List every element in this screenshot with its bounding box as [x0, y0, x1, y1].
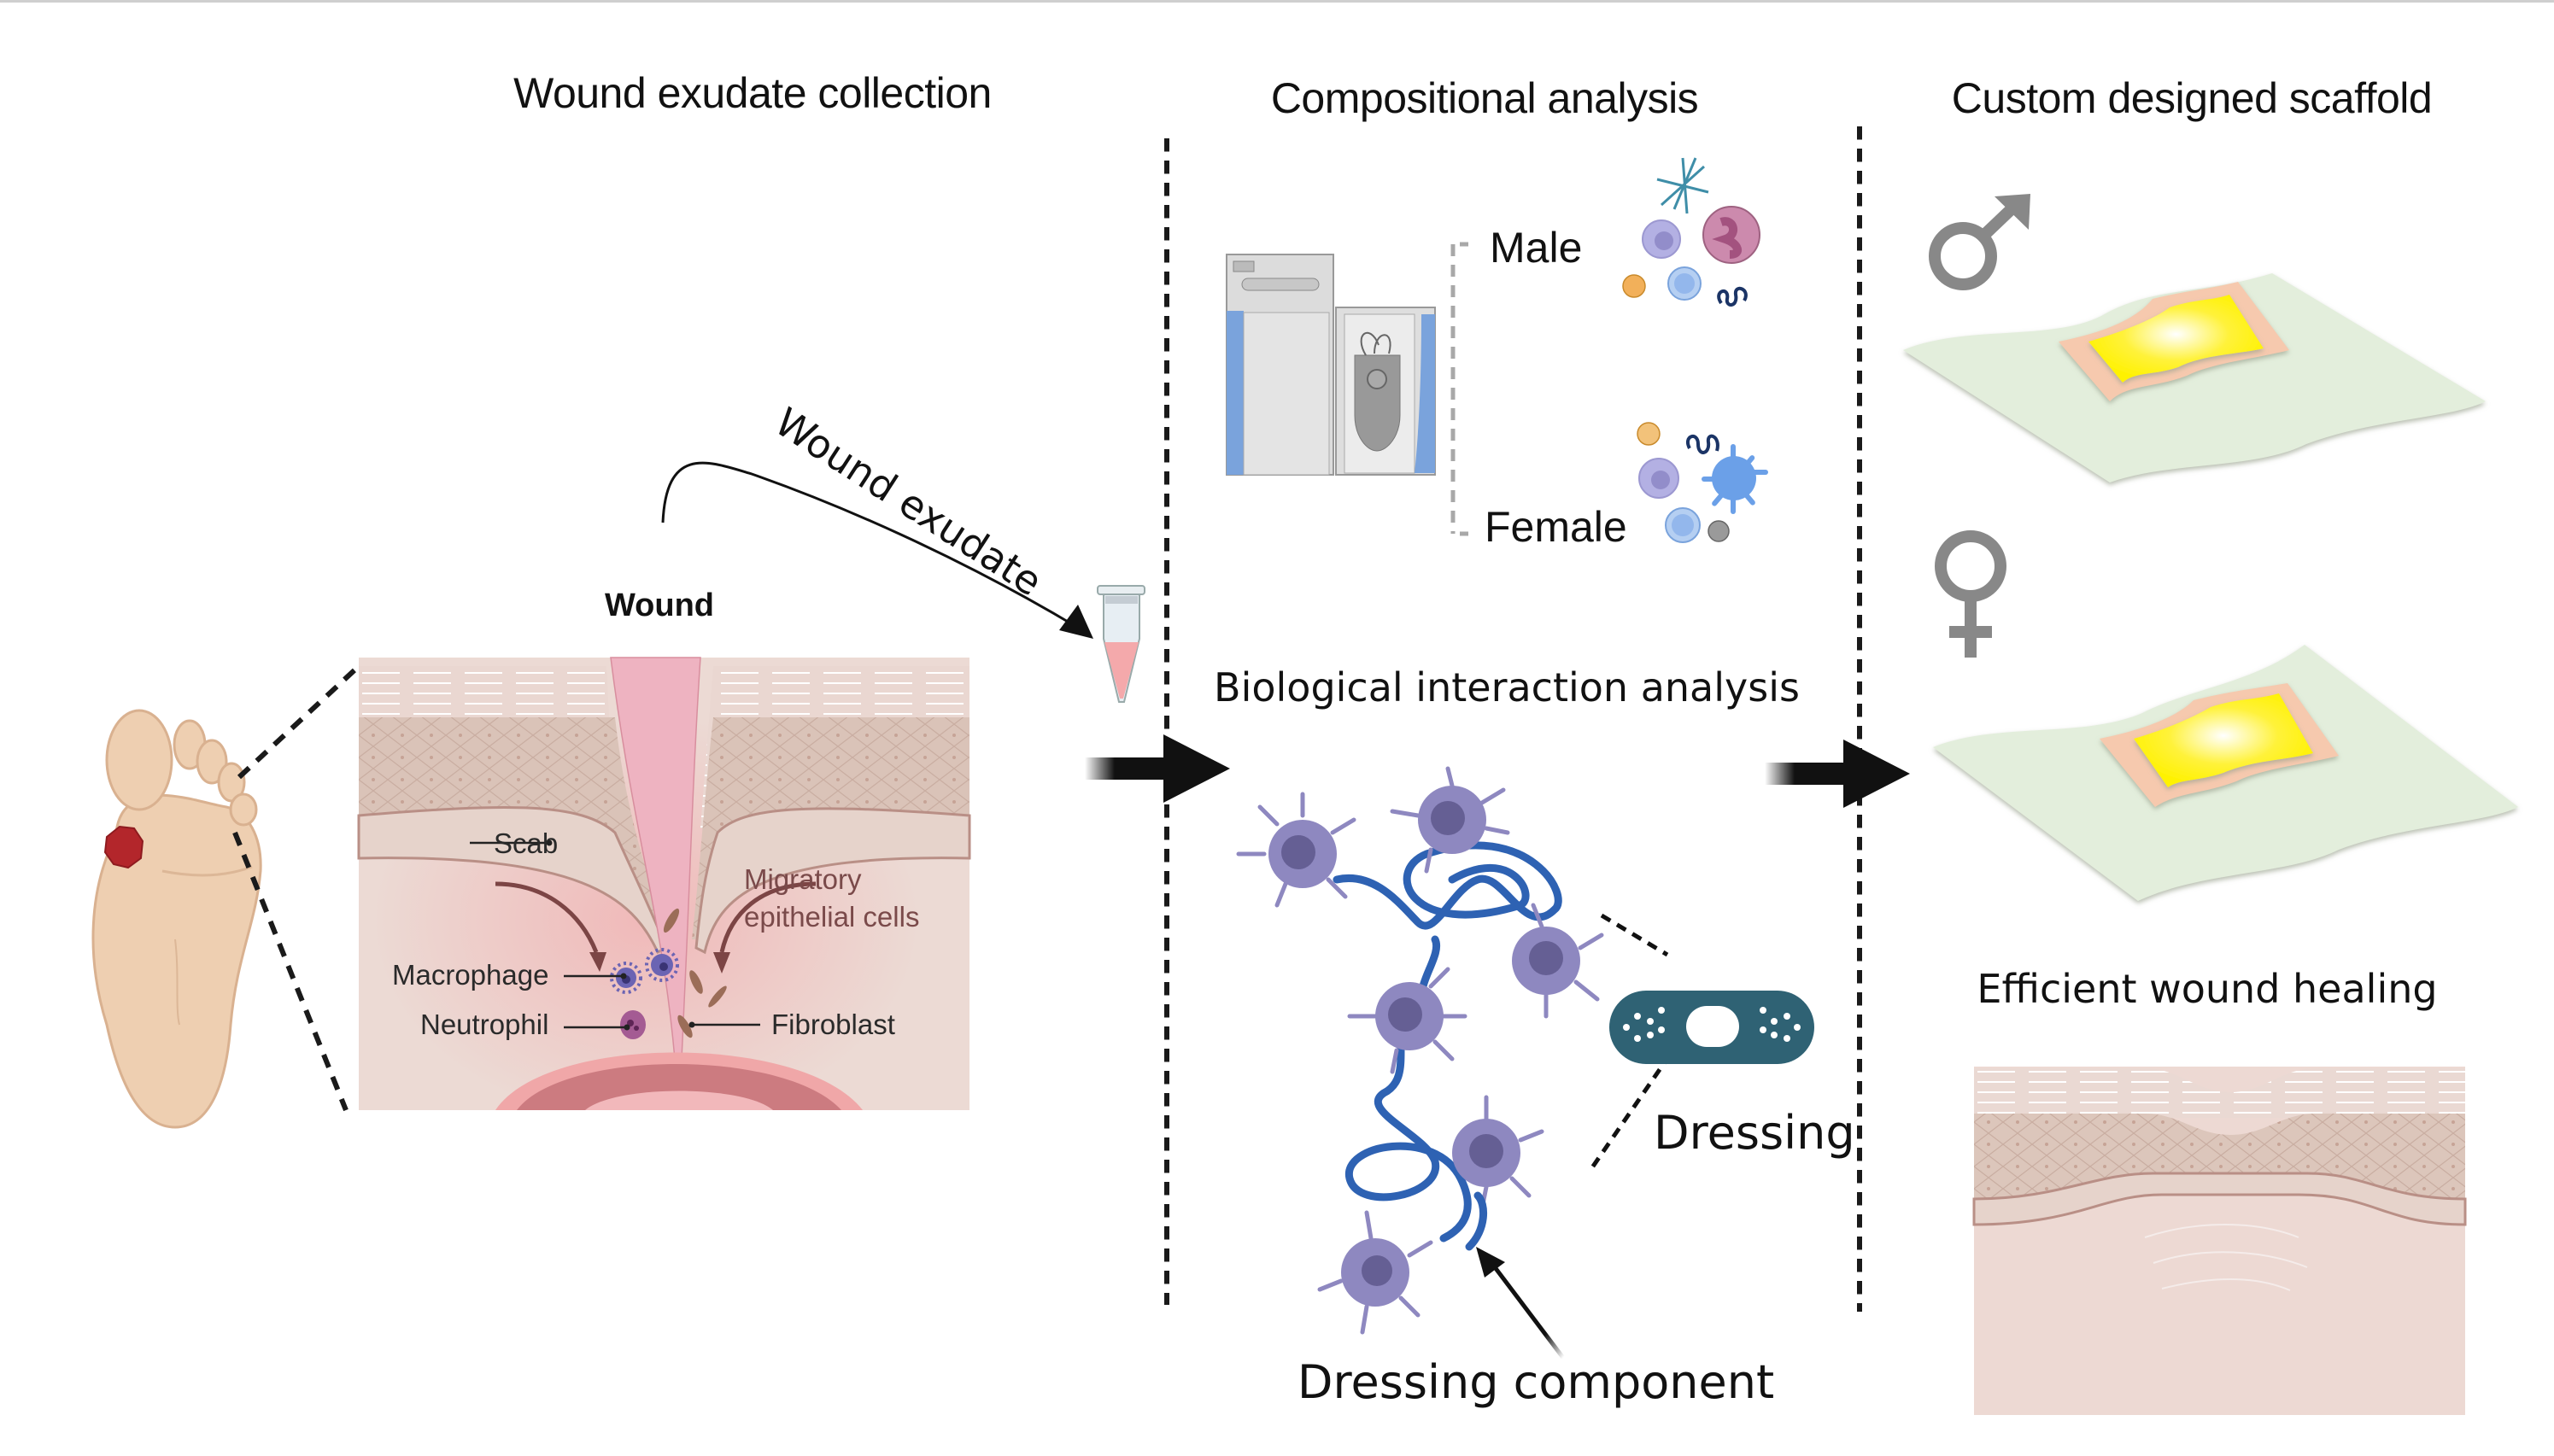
foot-icon	[91, 709, 262, 1129]
dressing-label: Dressing	[1654, 1106, 1855, 1160]
top-border	[0, 0, 2554, 3]
fibroblast-icon	[663, 908, 727, 1038]
cell-icon	[1347, 967, 1467, 1074]
scaffold-female	[1933, 645, 2518, 901]
title-biological-interaction-analysis: Biological interaction analysis	[1214, 664, 1800, 710]
flow-arrow-1	[1085, 734, 1230, 803]
cell-fiber-network	[1236, 766, 1604, 1335]
protein-coil-icon	[1686, 434, 1719, 454]
neutrophil-icon	[620, 1010, 646, 1039]
platelet-icon	[1708, 520, 1730, 542]
group-label-female: Female	[1485, 503, 1627, 551]
wound-label: Wound	[604, 588, 715, 623]
cell-icon	[1452, 1095, 1544, 1211]
label-migratory-line2: epithelial cells	[744, 901, 920, 933]
ulcer-icon	[103, 825, 144, 869]
foot-illustration	[91, 709, 262, 1129]
eosinophil-icon	[1637, 422, 1661, 446]
label-migratory-line1: Migratory	[744, 863, 862, 895]
label-scab: Scab	[494, 827, 559, 859]
male-symbol-icon	[1929, 194, 2030, 290]
macrophage-icon	[610, 962, 642, 994]
female-cell-cluster	[1637, 422, 1768, 543]
sample-tube-icon	[1097, 585, 1145, 703]
label-macrophage: Macrophage	[392, 959, 549, 991]
cell-icon	[1236, 792, 1356, 908]
protein-coil-icon	[1717, 286, 1748, 307]
title-compositional-analysis: Compositional analysis	[1270, 74, 1699, 122]
macrophage-icon	[645, 948, 679, 982]
bandage-icon	[1609, 991, 1814, 1064]
female-symbol-icon	[1935, 530, 2006, 658]
male-cell-cluster	[1622, 157, 1760, 307]
title-custom-designed-scaffold: Custom designed scaffold	[1951, 74, 2433, 122]
title-wound-exudate-collection: Wound exudate collection	[513, 69, 992, 117]
healed-skin-section	[1972, 1067, 2467, 1415]
label-fibroblast: Fibroblast	[771, 1009, 895, 1040]
dressing-component-label: Dressing component	[1297, 1355, 1775, 1409]
divider-2	[1857, 126, 1862, 1312]
cell-icon	[1512, 903, 1604, 1019]
dendritic-cell-icon	[1702, 444, 1768, 514]
cell-icon	[1317, 1210, 1433, 1335]
label-neutrophil: Neutrophil	[420, 1009, 549, 1040]
flow-arrow-2	[1765, 740, 1910, 808]
cell-icon	[1390, 766, 1510, 874]
group-label-male: Male	[1490, 224, 1583, 272]
scaffold-male	[1903, 273, 2486, 482]
group-bracket	[1450, 242, 1468, 536]
wound-skin-section	[357, 657, 971, 1110]
title-efficient-wound-healing: Efficient wound healing	[1977, 966, 2438, 1012]
fiber-star-icon	[1656, 157, 1709, 214]
divider-1	[1164, 138, 1169, 1305]
eosinophil-icon	[1622, 274, 1646, 298]
mass-spectrometer-icon	[1226, 254, 1436, 476]
